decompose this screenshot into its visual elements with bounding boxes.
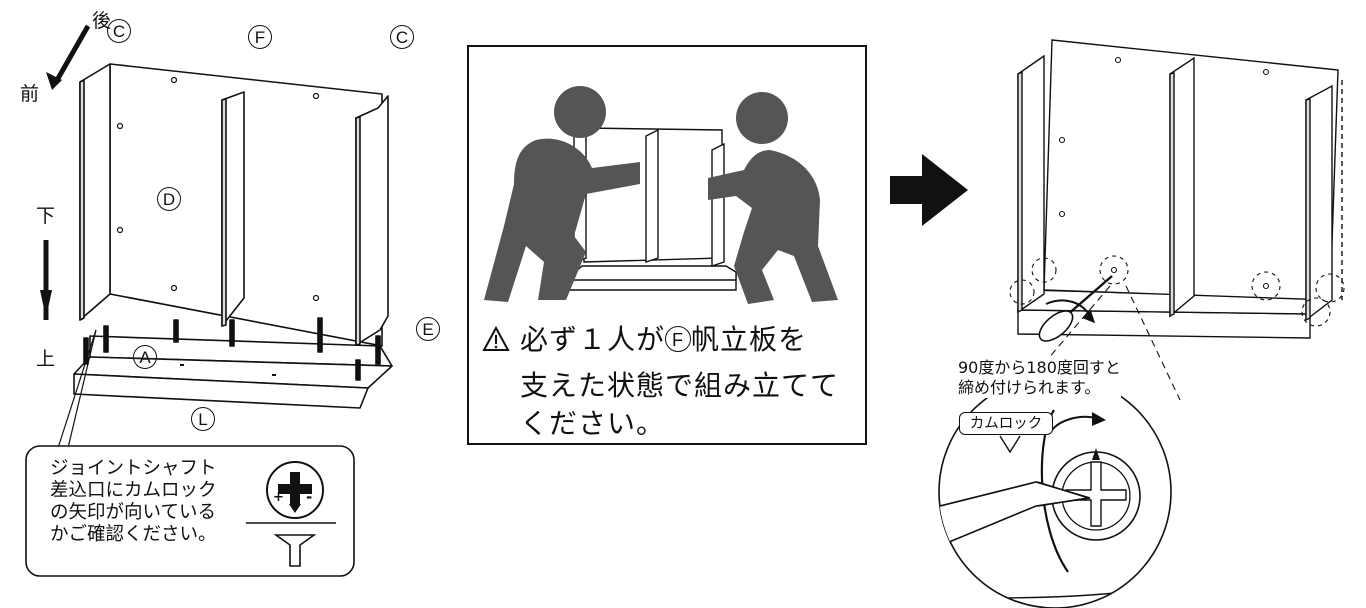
right-cabinet-drawing <box>1009 39 1345 401</box>
note-box-frame <box>25 445 355 577</box>
up-label: 上 <box>36 348 56 370</box>
note-line-2: 差込口にカムロック <box>50 480 217 501</box>
part-f-label: F <box>248 25 272 49</box>
warning-line-1-prefix: 必ず１人が <box>520 323 666 356</box>
down-arrow-icon <box>40 240 52 320</box>
note-line-4: かご確認ください。 <box>50 524 217 545</box>
part-l-label: L <box>191 407 215 431</box>
part-c-left-label: C <box>107 19 131 43</box>
next-step-arrow-icon <box>890 154 968 226</box>
back-label: 後 <box>92 10 112 32</box>
rotation-caption-line-1: 90度から180度回すと <box>958 358 1121 377</box>
front-label: 前 <box>20 83 40 105</box>
two-person-illustration <box>467 45 867 445</box>
left-cabinet-drawing <box>57 63 393 449</box>
part-e-label: E <box>416 317 440 341</box>
part-a-label: A <box>133 345 157 369</box>
down-label: 下 <box>36 205 56 227</box>
note-line-3: の矢印が向いている <box>50 502 216 523</box>
plus-sign-label: + <box>273 490 284 505</box>
front-back-arrow-icon <box>46 24 91 90</box>
warning-line-1-suffix: 帆立板を <box>691 323 808 356</box>
warning-line-2: 支えた状態で組み立てて <box>520 369 840 402</box>
camlock-zoom-detail <box>938 375 1172 608</box>
camlock-tag-label: カムロック <box>959 412 1053 435</box>
warning-part-f-label: F <box>665 326 692 352</box>
rotation-caption: 90度から180度回すと 締め付けられます。 <box>958 358 1121 398</box>
camlock-orientation-note: ジョイントシャフト 差込口にカムロック の矢印が向いている かご確認ください。 <box>50 458 217 546</box>
minus-sign-label: - <box>306 488 313 506</box>
part-d-label: D <box>157 187 181 211</box>
note-line-1: ジョイントシャフト <box>50 458 217 479</box>
warning-line-3: ください。 <box>520 407 666 440</box>
part-c-right-label: C <box>390 25 414 49</box>
rotation-caption-line-2: 締め付けられます。 <box>958 378 1101 397</box>
